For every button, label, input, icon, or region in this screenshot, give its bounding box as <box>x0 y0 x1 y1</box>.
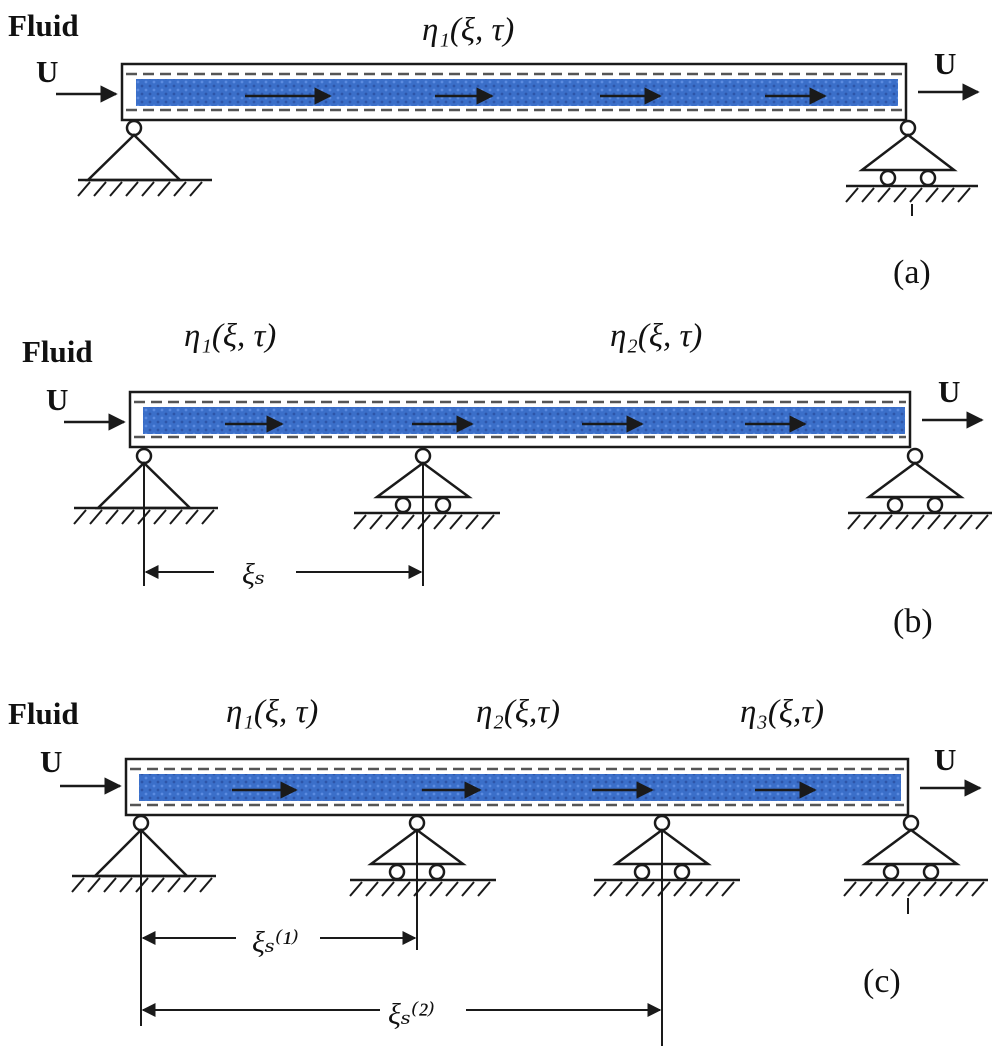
roller-support <box>847 447 992 530</box>
fluid-flow-band <box>143 407 905 434</box>
span-dimension: ξₛ <box>143 463 424 591</box>
displacement-label-1: η₁(ξ, τ) <box>226 694 318 730</box>
displacement-label-2: η₂(ξ, τ) <box>610 318 702 354</box>
roller-support <box>845 119 978 216</box>
span-dimension-2: ξₛ⁽²⁾ <box>141 830 663 1046</box>
displacement-label-1: η₁(ξ, τ) <box>184 318 276 354</box>
span-label: ξₛ <box>242 558 265 591</box>
panel-caption: (b) <box>893 603 933 640</box>
panel-caption: (a) <box>893 254 931 291</box>
inlet-velocity-label: U <box>46 382 68 417</box>
pinned-support <box>71 814 216 893</box>
displacement-label-1: η₁(ξ, τ) <box>422 12 514 48</box>
displacement-label-3: η₃(ξ,τ) <box>740 694 824 730</box>
fluid-label: Fluid <box>22 334 93 369</box>
span-label: ξₛ⁽²⁾ <box>388 998 435 1031</box>
panel-caption: (c) <box>863 963 901 1000</box>
inlet-velocity-label: U <box>40 744 62 779</box>
outlet-velocity-label: U <box>938 374 960 409</box>
pipe-outline <box>120 62 908 122</box>
panel-b: Fluid U U η₁(ξ, τ) η₂(ξ, τ) <box>22 318 992 640</box>
span-label: ξₛ⁽¹⁾ <box>252 926 299 959</box>
panel-c: Fluid U U η₁(ξ, τ) η₂(ξ,τ) η₃(ξ,τ) <box>8 694 988 1046</box>
fluid-flow-band <box>136 79 898 106</box>
pinned-support <box>77 119 212 197</box>
inlet-velocity-label: U <box>36 54 58 89</box>
pipe-outline <box>124 757 910 817</box>
outlet-velocity-label: U <box>934 46 956 81</box>
fluid-label: Fluid <box>8 8 79 43</box>
roller-support <box>353 447 500 530</box>
pinned-support <box>73 447 218 525</box>
span-dimension-1: ξₛ⁽¹⁾ <box>140 830 418 1026</box>
pipe-outline <box>128 390 912 449</box>
panel-a: Fluid U U η₁(ξ, τ) (a) <box>8 8 980 291</box>
roller-support <box>843 814 988 914</box>
outlet-velocity-label: U <box>934 742 956 777</box>
roller-support <box>593 814 740 897</box>
fluid-label: Fluid <box>8 696 79 731</box>
roller-support <box>349 814 496 897</box>
fluid-flow-band <box>139 774 901 801</box>
displacement-label-2: η₂(ξ,τ) <box>476 694 560 730</box>
